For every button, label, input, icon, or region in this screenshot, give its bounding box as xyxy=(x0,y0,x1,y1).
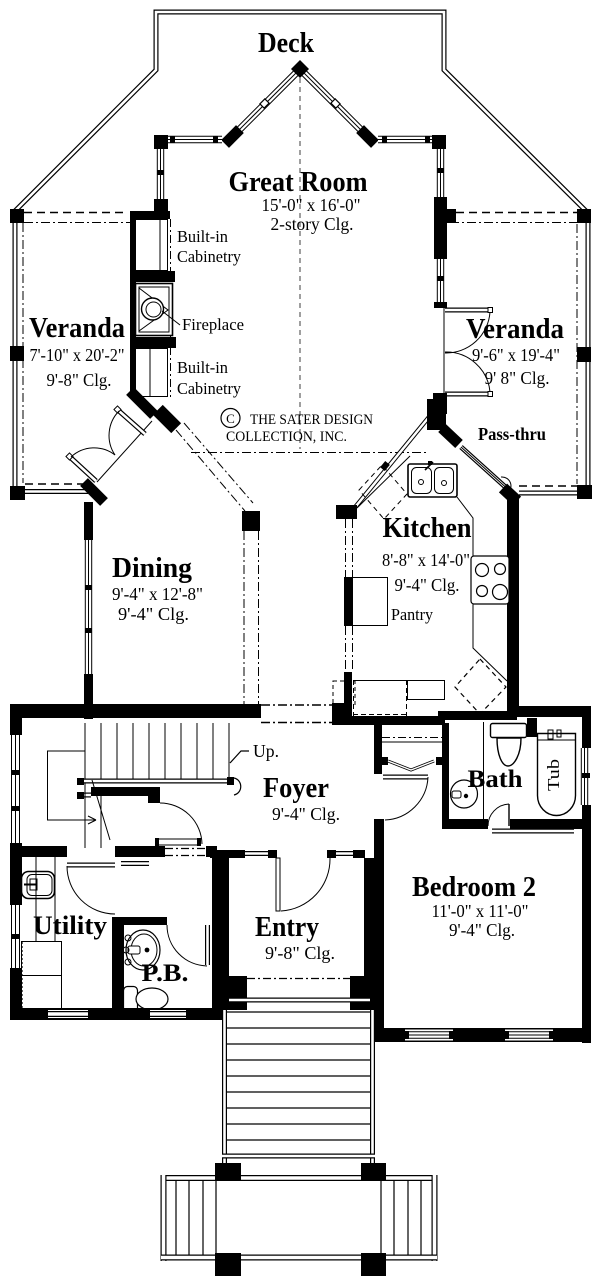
svg-text:8'-8" x 14'-0": 8'-8" x 14'-0" xyxy=(382,550,470,570)
svg-text:9'-4" x 12'-8": 9'-4" x 12'-8" xyxy=(112,584,203,604)
svg-text:Built-in: Built-in xyxy=(177,227,228,246)
svg-text:Pass-thru: Pass-thru xyxy=(478,424,546,444)
svg-text:9'-4" Clg.: 9'-4" Clg. xyxy=(272,804,340,824)
svg-text:Veranda: Veranda xyxy=(29,313,125,344)
svg-text:9'-6" x 19'-4": 9'-6" x 19'-4" xyxy=(472,345,560,365)
svg-text:THE SATER DESIGN: THE SATER DESIGN xyxy=(250,412,373,428)
svg-text:C: C xyxy=(226,411,235,426)
svg-text:Deck: Deck xyxy=(258,28,314,59)
svg-text:Up.: Up. xyxy=(253,741,279,761)
svg-text:Tub: Tub xyxy=(544,759,563,791)
svg-text:Utility: Utility xyxy=(33,911,107,940)
svg-text:9'-4" Clg.: 9'-4" Clg. xyxy=(395,575,460,595)
svg-text:Dining: Dining xyxy=(112,553,192,584)
svg-text:Cabinetry: Cabinetry xyxy=(177,247,241,266)
svg-text:Bath: Bath xyxy=(468,766,523,793)
svg-text:9'-4" Clg.: 9'-4" Clg. xyxy=(118,604,189,624)
svg-text:9'-4" Clg.: 9'-4" Clg. xyxy=(449,920,515,940)
svg-text:Built-in: Built-in xyxy=(177,358,228,377)
svg-text:9' 8" Clg.: 9' 8" Clg. xyxy=(485,368,550,388)
svg-text:Bedroom 2: Bedroom 2 xyxy=(412,872,536,903)
svg-text:Cabinetry: Cabinetry xyxy=(177,379,241,398)
svg-text:Pantry: Pantry xyxy=(391,605,433,624)
svg-text:Kitchen: Kitchen xyxy=(383,512,472,544)
svg-text:7'-10" x 20'-2": 7'-10" x 20'-2" xyxy=(30,345,125,365)
svg-text:11'-0" x 11'-0": 11'-0" x 11'-0" xyxy=(432,901,529,921)
svg-text:9'-8" Clg.: 9'-8" Clg. xyxy=(265,943,335,963)
svg-text:COLLECTION, INC.: COLLECTION, INC. xyxy=(226,429,347,445)
svg-text:2-story Clg.: 2-story Clg. xyxy=(271,214,354,234)
svg-text:Veranda: Veranda xyxy=(466,314,564,345)
svg-text:9'-8" Clg.: 9'-8" Clg. xyxy=(47,370,112,390)
svg-text:Fireplace: Fireplace xyxy=(182,315,244,334)
svg-text:Entry: Entry xyxy=(255,912,319,943)
svg-text:Foyer: Foyer xyxy=(263,772,329,804)
svg-text:P.B.: P.B. xyxy=(142,960,189,987)
svg-text:15'-0" x 16'-0": 15'-0" x 16'-0" xyxy=(262,195,361,215)
svg-text:Great Room: Great Room xyxy=(229,167,368,198)
